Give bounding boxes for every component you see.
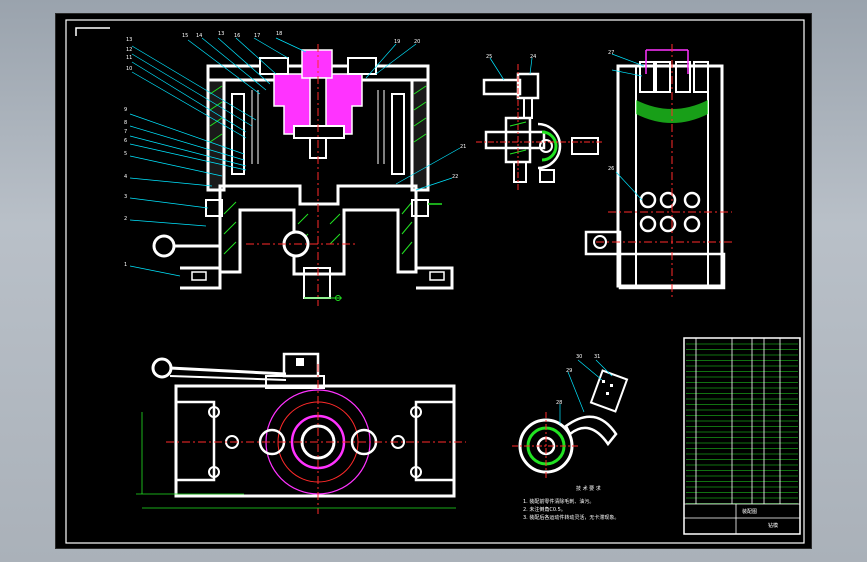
top-view [136, 352, 466, 514]
balloon-number: 4 [124, 174, 128, 180]
detail-view [476, 57, 604, 190]
partial-view [512, 359, 629, 480]
balloon-number: 26 [608, 166, 615, 172]
balloon-number: 1 [124, 262, 128, 268]
balloon-number: 9 [124, 107, 128, 113]
balloon-number: 13 [218, 31, 225, 37]
drawing-border [65, 19, 805, 544]
balloon-number: 14 [196, 33, 203, 39]
balloon-number: 22 [452, 174, 459, 180]
balloon-number: 30 [576, 354, 583, 360]
balloon-number: 6 [124, 138, 128, 144]
front-section-view [129, 37, 461, 306]
parts-list-table [683, 337, 801, 535]
note-item-1: 1. 装配前零件清除毛刺、油污。 [523, 499, 595, 505]
title-block-label: 钻模 [768, 523, 779, 529]
note-item-2: 2. 未注倒角C0.5。 [523, 507, 566, 513]
notes-title: 技 术 要 求 [576, 486, 601, 492]
balloon-number: 18 [276, 31, 283, 37]
balloon-number: 7 [124, 129, 128, 135]
balloon-number: 3 [124, 194, 128, 200]
side-view [584, 44, 732, 298]
balloon-number: 31 [594, 354, 601, 360]
corner-bracket-icon [75, 27, 110, 36]
balloon-number: 24 [530, 54, 537, 60]
balloon-number: 13 [126, 37, 133, 43]
balloon-number: 12 [126, 47, 133, 53]
title-block-drawing-name: 装配图 [742, 509, 758, 515]
balloon-number: 2 [124, 216, 128, 222]
balloon-number: 20 [414, 39, 421, 45]
balloon-number: 17 [254, 33, 261, 39]
balloon-number: 25 [486, 54, 493, 60]
balloon-number: 8 [124, 120, 128, 126]
balloon-number: 29 [566, 368, 573, 374]
balloon-number: 10 [126, 66, 133, 72]
balloon-number: 19 [394, 39, 401, 45]
balloon-number: 15 [182, 33, 189, 39]
balloon-number: 28 [556, 400, 563, 406]
balloon-number: 27 [608, 50, 615, 56]
balloon-number: 5 [124, 151, 128, 157]
note-item-3: 3. 装配后各运动件转动灵活，无卡滞现象。 [523, 515, 620, 521]
balloon-number: 16 [234, 33, 241, 39]
cad-drawing [65, 19, 805, 544]
technical-notes: 1. 装配前零件清除毛刺、油污。 2. 未注倒角C0.5。 3. 装配后各运动件… [523, 498, 619, 522]
balloon-number: 11 [126, 55, 133, 61]
balloon-number: 21 [460, 144, 467, 150]
